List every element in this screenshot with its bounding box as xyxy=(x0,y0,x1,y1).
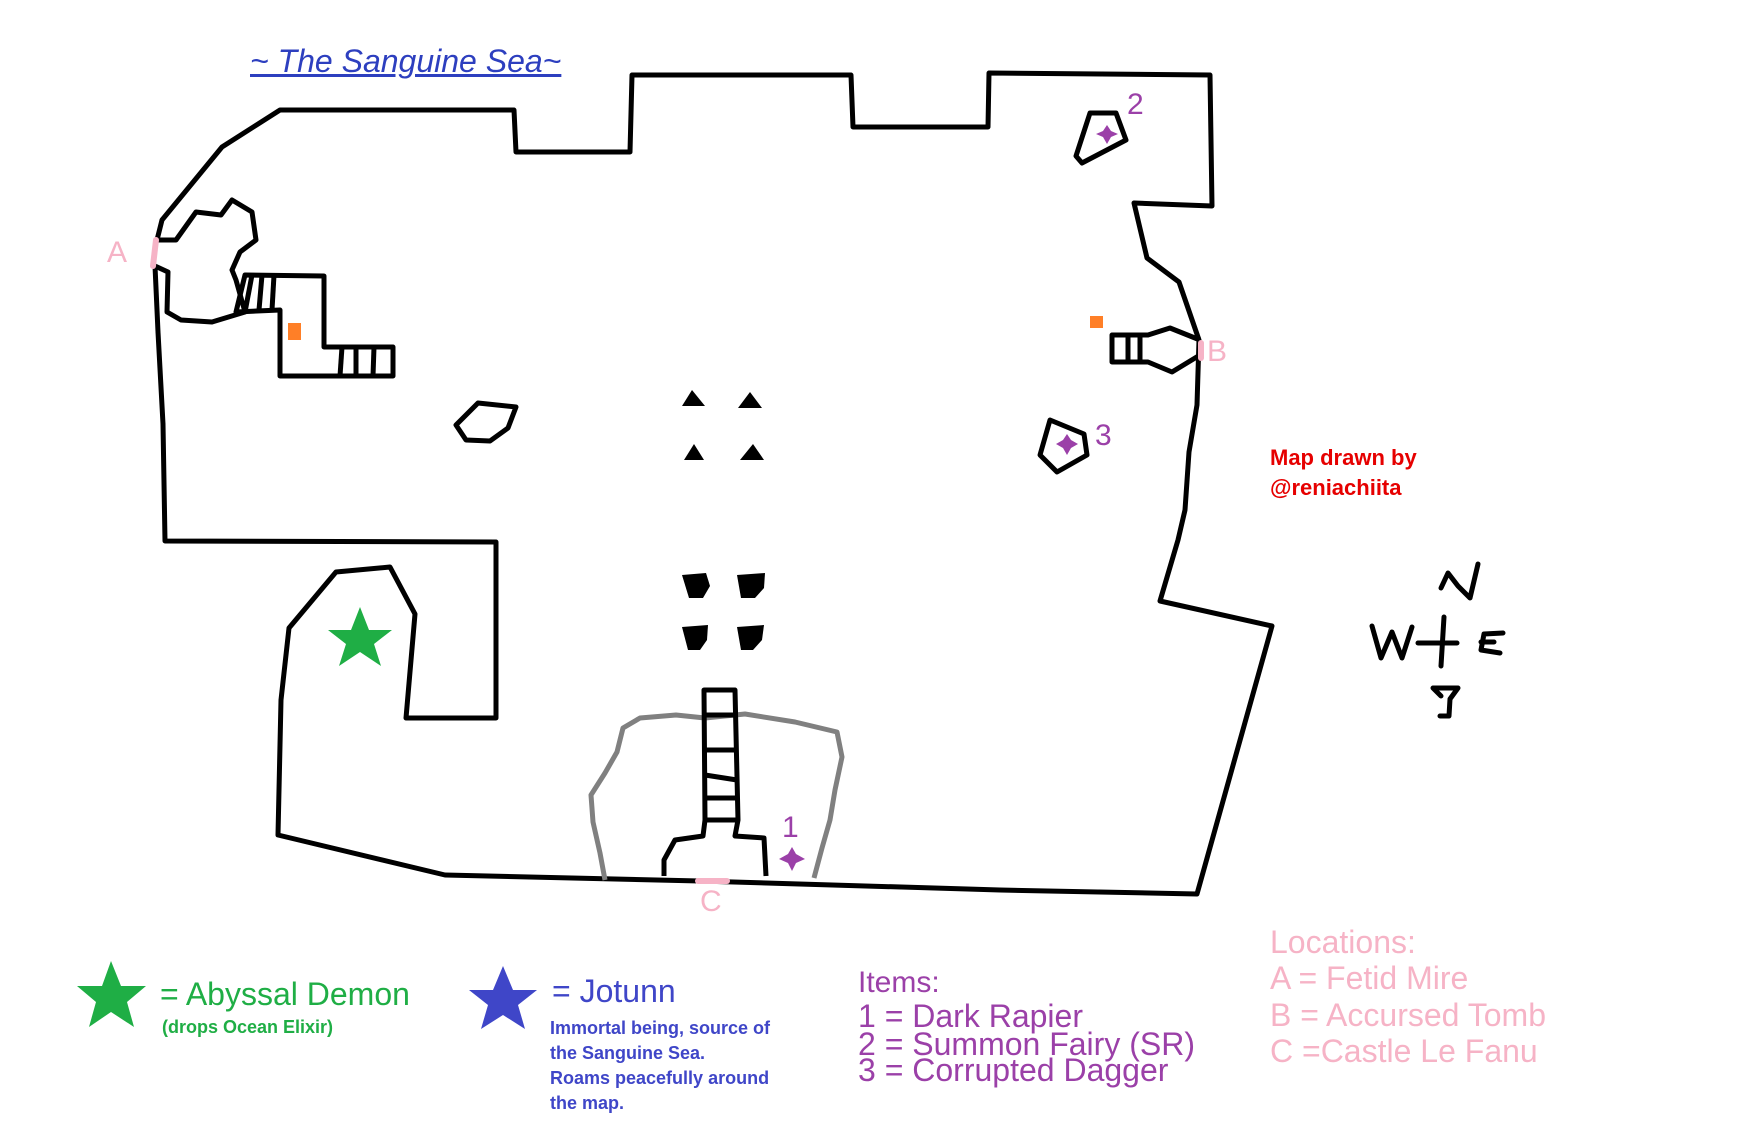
right-stairs xyxy=(1125,335,1143,362)
location-entry: B = Accursed Tomb xyxy=(1270,997,1546,1033)
credit-handle: @reniachiita xyxy=(1270,475,1402,500)
credit-line: Map drawn by xyxy=(1270,445,1417,470)
jotunn-note-line: the Sanguine Sea. xyxy=(550,1043,706,1063)
map-title: ~ The Sanguine Sea~ xyxy=(250,43,562,79)
gate-a-marker xyxy=(150,237,159,269)
pillar-three xyxy=(1037,417,1090,475)
castle-ladder xyxy=(704,712,738,823)
abyssal-legend-star-icon xyxy=(77,961,146,1027)
locations-heading: Locations: xyxy=(1270,924,1416,960)
item-entry: 3 = Corrupted Dagger xyxy=(858,1052,1169,1088)
triangle-marker xyxy=(682,390,705,406)
items-heading: Items: xyxy=(858,966,940,999)
jotunn-legend-label: = Jotunn xyxy=(552,973,676,1009)
chest-marker xyxy=(1090,316,1103,328)
item-entry: 1 = Dark Rapier xyxy=(858,998,1083,1034)
abyssal-demon-star-icon xyxy=(328,607,392,666)
map-credit: Map drawn by @reniachiita xyxy=(1270,443,1510,503)
sparkle-icon xyxy=(779,847,805,871)
left-corridor xyxy=(233,272,396,379)
item-markers xyxy=(779,125,1118,871)
stone-marker xyxy=(682,625,708,650)
gate-label-b: B xyxy=(1207,335,1228,368)
pillar-two xyxy=(1073,110,1129,166)
item-entry: 2 = Summon Fairy (SR) xyxy=(858,1026,1195,1062)
cave-outline xyxy=(588,711,845,881)
jotunn-note-line: the map. xyxy=(550,1093,625,1113)
castle-entrance xyxy=(661,687,769,877)
jotunn-note-line: Roams peacefully around xyxy=(550,1068,770,1088)
chest-marker xyxy=(288,323,301,340)
stone-marker xyxy=(737,625,764,650)
item-number-three: 3 xyxy=(1095,419,1112,452)
stone-marker xyxy=(737,573,765,598)
location-entry: C =Castle Le Fanu xyxy=(1270,1033,1538,1069)
triangle-marker xyxy=(738,392,762,408)
left-stairs xyxy=(242,274,377,377)
item-number-two: 2 xyxy=(1127,88,1144,121)
sparkle-icon xyxy=(1056,434,1078,455)
stone-markers xyxy=(682,573,765,650)
jotunn-note-line: Immortal being, source of xyxy=(550,1018,771,1038)
jotunn-legend-note: Immortal being, source of the Sanguine S… xyxy=(550,1016,810,1116)
triangle-marker xyxy=(740,444,764,460)
stone-marker xyxy=(682,573,710,598)
gate-label-c: C xyxy=(700,885,722,918)
abyssal-legend-label: = Abyssal Demon xyxy=(160,976,410,1012)
gate-markers xyxy=(150,237,1204,884)
rock-island xyxy=(453,400,519,444)
gate-label-a: A xyxy=(107,236,128,269)
right-corridor xyxy=(1109,325,1202,375)
outer-wall xyxy=(152,70,1275,897)
sparkle-icon xyxy=(1096,125,1118,144)
location-entry: A = Fetid Mire xyxy=(1270,960,1469,996)
item-number-one: 1 xyxy=(782,811,799,844)
jotunn-legend-star-icon xyxy=(469,966,537,1029)
abyssal-legend-note: (drops Ocean Elixir) xyxy=(162,1017,334,1037)
triangle-markers xyxy=(682,390,764,460)
triangle-marker xyxy=(684,444,704,460)
compass-icon xyxy=(1369,561,1506,719)
